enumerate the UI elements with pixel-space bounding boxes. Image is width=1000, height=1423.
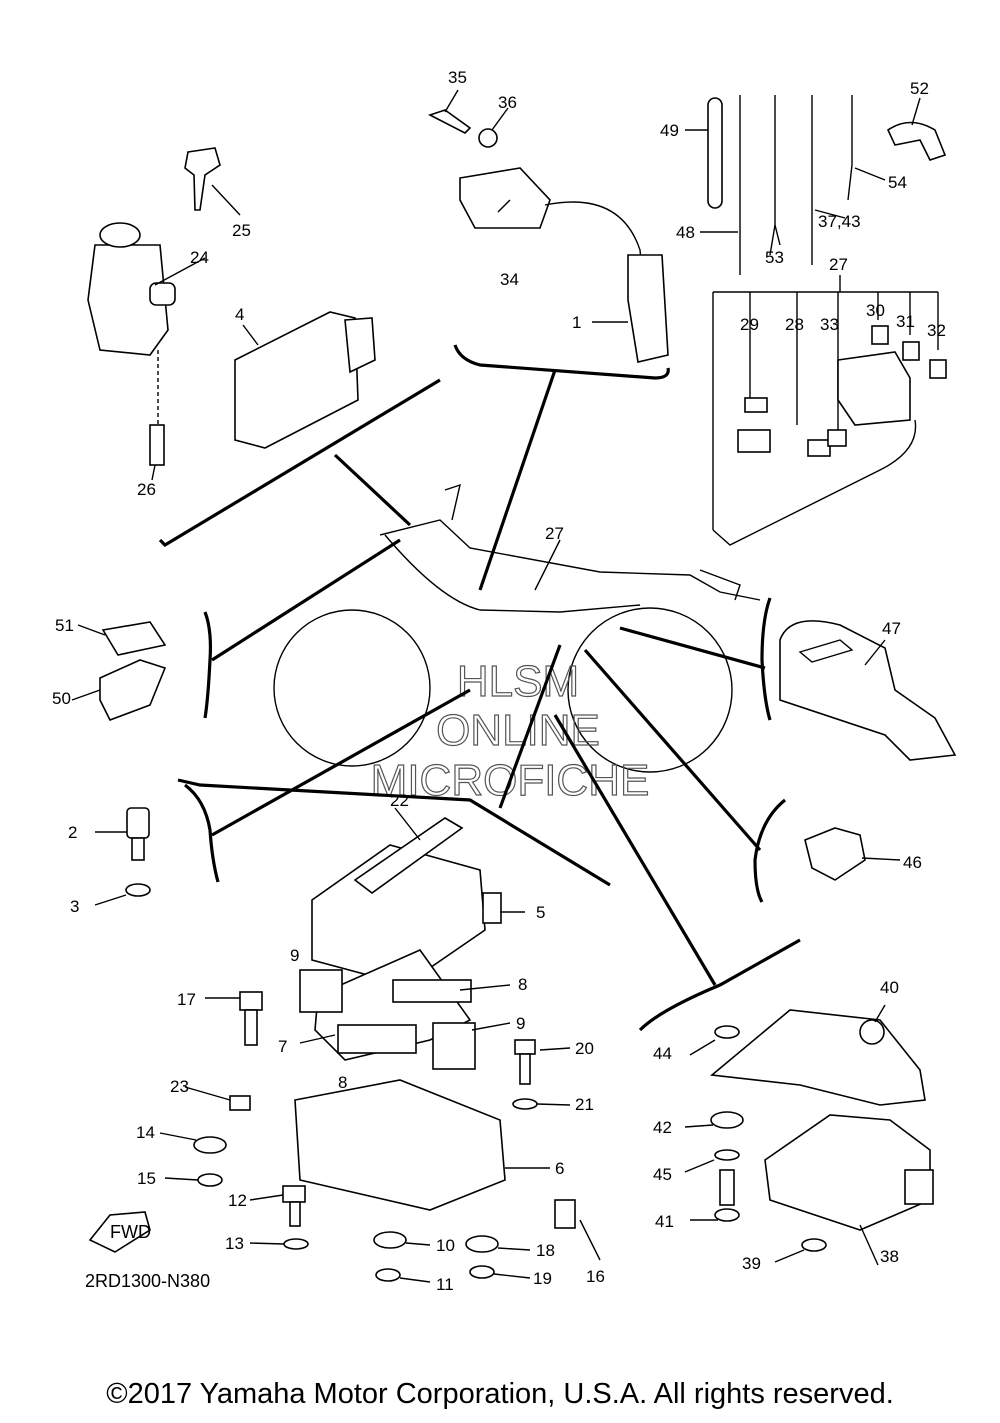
diagram-code: 2RD1300-N380	[85, 1271, 210, 1291]
fuse-harness-bracket	[712, 275, 939, 546]
callout-40: 40	[880, 978, 899, 997]
fwd-label: FWD	[110, 1222, 151, 1242]
callout-17: 17	[177, 990, 196, 1009]
callout-32: 32	[927, 321, 946, 340]
callout-53: 53	[765, 248, 784, 267]
labels-part-50-51	[99, 621, 167, 722]
copyright-notice: ©2017 Yamaha Motor Corporation, U.S.A. A…	[106, 1378, 894, 1410]
callout-45: 45	[653, 1165, 672, 1184]
motorcycle-outline	[273, 483, 761, 773]
callout-34: 34	[500, 270, 519, 289]
sensor-part-46	[804, 827, 866, 881]
callout-35: 35	[448, 68, 467, 87]
callout-30: 30	[866, 301, 885, 320]
leader-lines	[71, 89, 921, 1283]
callout-14: 14	[136, 1123, 155, 1142]
callout-27a: 27	[829, 255, 848, 274]
callout-7: 7	[278, 1037, 287, 1056]
callout-22: 22	[390, 791, 409, 810]
callout-51: 51	[55, 616, 74, 635]
callout-15: 15	[137, 1169, 156, 1188]
bolt-part-35	[427, 109, 472, 134]
fuse-box-part	[737, 325, 947, 457]
callout-11: 11	[436, 1275, 454, 1294]
callout-10: 10	[436, 1236, 455, 1255]
tube-part-49	[707, 97, 723, 209]
callout-50: 50	[52, 689, 71, 708]
callout-29: 29	[740, 315, 759, 334]
callout-52: 52	[910, 79, 929, 98]
callout-9b: 9	[516, 1014, 525, 1033]
battery-pads-7-8-9	[299, 949, 476, 1070]
callout-19: 19	[533, 1269, 552, 1288]
callout-47: 47	[882, 619, 901, 638]
key-part-25	[184, 147, 221, 211]
callout-13: 13	[225, 1234, 244, 1253]
callout-41: 41	[655, 1212, 674, 1231]
callout-16: 16	[586, 1267, 605, 1286]
callout-18: 18	[536, 1241, 555, 1260]
nut-part-36	[478, 128, 498, 148]
cover-part-47	[779, 620, 957, 761]
callout-12: 12	[228, 1191, 247, 1210]
main-switch-part-24	[87, 222, 176, 466]
battery-box-part-6	[294, 1079, 506, 1211]
callout-5: 5	[536, 903, 545, 922]
clamp-part-52	[886, 121, 947, 161]
callout-8b: 8	[338, 1073, 347, 1092]
callout-31: 31	[896, 312, 915, 331]
callout-26: 26	[137, 480, 156, 499]
callout-38: 38	[880, 1247, 899, 1266]
callout-3: 3	[70, 897, 79, 916]
cable-ties	[739, 95, 853, 275]
callout-24: 24	[190, 248, 209, 267]
ecu-part-4	[234, 311, 376, 449]
callout-46: 46	[903, 853, 922, 872]
watermark-line-1: HLSM	[457, 657, 579, 706]
callout-1: 1	[572, 313, 581, 332]
callout-20: 20	[575, 1039, 594, 1058]
callout-36: 36	[498, 93, 517, 112]
small-parts-left	[193, 991, 576, 1282]
callout-39: 39	[742, 1254, 761, 1273]
callout-25: 25	[232, 221, 251, 240]
callout-23: 23	[170, 1077, 189, 1096]
fwd-arrow-icon: FWD	[88, 1211, 151, 1253]
regulator-part-38	[710, 1009, 934, 1231]
callout-8a: 8	[518, 975, 527, 994]
callout-42: 42	[653, 1118, 672, 1137]
callout-6: 6	[555, 1159, 564, 1178]
ignition-coil-part-34	[459, 167, 669, 363]
callout-48: 48	[676, 223, 695, 242]
callout-33: 33	[820, 315, 839, 334]
callout-2: 2	[68, 823, 77, 842]
callout-49: 49	[660, 121, 679, 140]
callout-37-43: 37,43	[818, 212, 861, 231]
sensor-part-2	[125, 807, 151, 897]
callout-4: 4	[235, 305, 244, 324]
callout-54: 54	[888, 173, 907, 192]
callout-21: 21	[575, 1095, 594, 1114]
callout-44: 44	[653, 1044, 672, 1063]
group-brackets	[158, 344, 801, 1032]
callout-9a: 9	[290, 946, 299, 965]
callout-28: 28	[785, 315, 804, 334]
callout-labels: 1 2 3 4 5 6 7 8 9 10 11 12 13 14 15 16 1…	[52, 68, 946, 1294]
callout-27b: 27	[545, 524, 564, 543]
small-parts-right	[710, 1025, 827, 1252]
battery-part-5	[311, 817, 502, 986]
